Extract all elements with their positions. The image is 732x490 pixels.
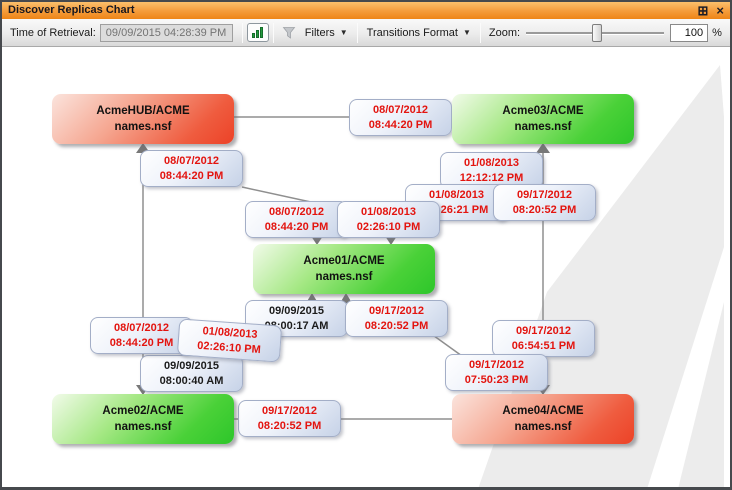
edge-date: 09/17/2012 (468, 358, 525, 371)
edge-date: 01/08/2013 (463, 156, 520, 169)
edge-date: 08/07/2012 (372, 103, 429, 116)
edge-time: 08:20:52 PM (512, 203, 577, 216)
edge-time: 08:20:52 PM (257, 419, 322, 432)
server-node-acme03[interactable]: Acme03/ACME names.nsf (452, 94, 634, 144)
edge-date: 09/17/2012 (516, 188, 573, 201)
database-file-name: names.nsf (514, 121, 572, 133)
title-bar: Discover Replicas Chart ⊞ × (2, 2, 730, 19)
edge-date: 01/08/2013 (428, 188, 485, 201)
edge-date: 09/17/2012 (261, 404, 318, 417)
edge-date: 09/17/2012 (515, 324, 572, 337)
edge-timestamp-label: 01/08/2013 12:12:12 PM (440, 152, 543, 189)
toolbar: Time of Retrieval: Filters ▼ Transitions… (2, 19, 730, 47)
edge-time: 02:26:10 PM (196, 339, 262, 356)
edge-timestamp-label: 08/07/2012 08:44:20 PM (349, 99, 452, 136)
filters-label: Filters (304, 26, 335, 39)
edge-timestamp-label: 08/07/2012 08:44:20 PM (245, 201, 348, 238)
server-name: AcmeHUB/ACME (96, 105, 190, 117)
edge-time: 02:26:21 PM (424, 203, 489, 216)
edge-timestamp-label: 09/17/2012 06:54:51 PM (492, 320, 595, 357)
edge-time: 08:44:20 PM (368, 118, 433, 131)
percent-label: % (712, 26, 722, 39)
chart-icon[interactable] (246, 23, 269, 42)
transitions-format-dropdown[interactable]: Transitions Format ▼ (367, 27, 471, 39)
server-name: Acme03/ACME (502, 105, 584, 117)
database-file-name: names.nsf (514, 421, 572, 433)
filters-dropdown[interactable]: Filters ▼ (305, 27, 348, 39)
edge-time: 06:54:51 PM (511, 339, 576, 352)
separator (241, 22, 243, 43)
edge-timestamp-label: 01/08/2013 02:26:10 PM (337, 201, 440, 238)
zoom-slider[interactable] (526, 23, 665, 43)
retrieval-time-input (99, 23, 233, 42)
window-title: Discover Replicas Chart (8, 4, 135, 16)
server-name: Acme04/ACME (502, 405, 584, 417)
edge-date: 09/17/2012 (368, 304, 425, 317)
maximize-icon[interactable]: ⊞ (697, 3, 709, 18)
edge-date: 08/07/2012 (268, 205, 325, 218)
edge-timestamp-label: 09/17/2012 08:20:52 PM (493, 184, 596, 221)
separator (479, 22, 481, 43)
server-node-acme01[interactable]: Acme01/ACME names.nsf (253, 244, 435, 294)
chevron-down-icon: ▼ (462, 27, 471, 37)
database-file-name: names.nsf (114, 421, 172, 433)
server-node-acme02[interactable]: Acme02/ACME names.nsf (52, 394, 234, 444)
separator (272, 22, 274, 43)
database-file-name: names.nsf (315, 271, 373, 283)
transitions-format-label: Transitions Format (366, 26, 458, 39)
edge-time: 08:20:52 PM (364, 319, 429, 332)
retrieval-label: Time of Retrieval: (10, 26, 96, 39)
replicas-chart-canvas: 08/07/2012 08:44:20 PM 08/07/2012 08:44:20 … (2, 47, 730, 487)
database-file-name: names.nsf (114, 121, 172, 133)
edge-time: 12:12:12 PM (459, 171, 524, 184)
edge-date: 09/09/2015 (268, 304, 325, 317)
zoom-slider-thumb[interactable] (592, 23, 603, 42)
edge-timestamp-label: 09/17/2012 08:20:52 PM (345, 300, 448, 337)
edge-time: 08:00:40 AM (159, 374, 224, 387)
zoom-percent-input[interactable] (670, 23, 709, 42)
edge-date: 08/07/2012 (163, 154, 220, 167)
bar-chart-glyph (252, 27, 264, 38)
edge-date: 09/09/2015 (163, 359, 220, 372)
zoom-label: Zoom: (488, 26, 521, 39)
edge-date: 01/08/2013 (360, 205, 417, 218)
edge-time: 02:26:10 PM (356, 220, 421, 233)
edge-timestamp-label: 08/07/2012 08:44:20 PM (140, 150, 243, 187)
edge-timestamp-label: 09/17/2012 08:20:52 PM (238, 400, 341, 437)
chevron-down-icon: ▼ (339, 27, 348, 37)
edge-time: 07:50:23 PM (464, 373, 529, 386)
edge-time: 08:44:20 PM (264, 220, 329, 233)
edge-timestamp-label: 08/07/2012 08:44:20 PM (90, 317, 193, 354)
edge-timestamp-label: 09/17/2012 07:50:23 PM (445, 354, 548, 391)
edge-time: 08:44:20 PM (109, 336, 174, 349)
server-name: Acme02/ACME (102, 405, 184, 417)
server-node-acmehub[interactable]: AcmeHUB/ACME names.nsf (52, 94, 234, 144)
server-node-acme04[interactable]: Acme04/ACME names.nsf (452, 394, 634, 444)
edge-time: 08:44:20 PM (159, 169, 224, 182)
close-icon[interactable]: × (716, 3, 724, 18)
funnel-icon (282, 26, 296, 40)
edge-date: 08/07/2012 (113, 321, 170, 334)
edge-timestamp-label: 09/09/2015 08:00:40 AM (140, 355, 243, 392)
separator (356, 22, 358, 43)
server-name: Acme01/ACME (303, 255, 385, 267)
